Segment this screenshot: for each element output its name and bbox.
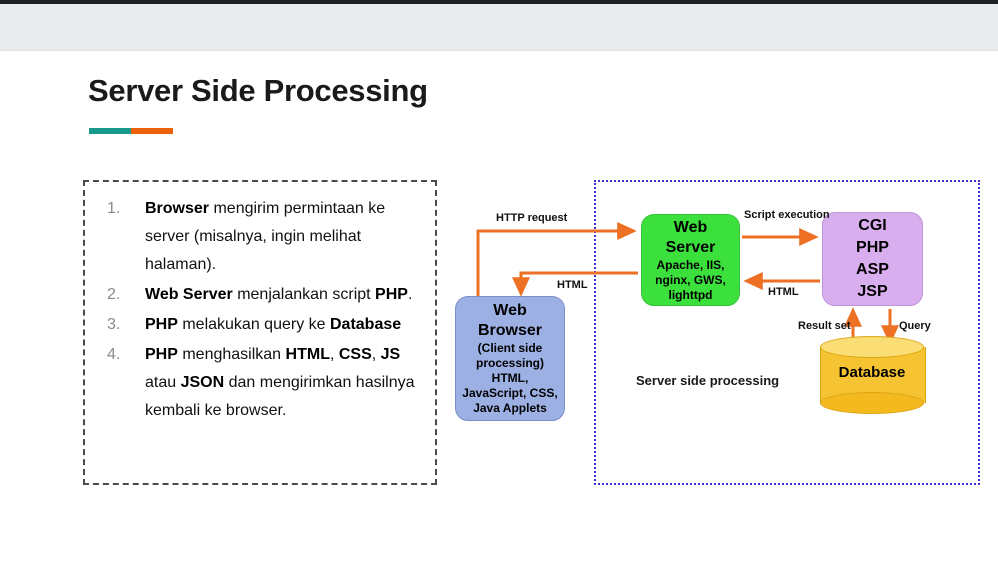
web-browser-sub-line2: processing) — [475, 356, 544, 370]
web-server-sub-line3: lighttpd — [668, 287, 713, 302]
web-browser-sub-line3: HTML, — [491, 371, 529, 385]
steps-panel: 1. Browser mengirim permintaan ke server… — [83, 180, 437, 485]
server-side-boundary — [594, 180, 980, 485]
list-item-text: PHP melakukan query ke Database — [145, 316, 402, 333]
list-item: 1. Browser mengirim permintaan ke server… — [107, 195, 423, 279]
list-item-text: Browser mengirim permintaan ke server (m… — [145, 200, 386, 273]
arrow-label-result-set: Result set — [798, 320, 851, 332]
database-cylinder: Database — [820, 336, 926, 414]
web-browser-box: Web Browser (Client side processing) HTM… — [455, 296, 565, 421]
accent-bar-teal — [89, 128, 131, 134]
header-band — [0, 4, 998, 51]
cgi-line-1: CGI — [858, 217, 887, 234]
cgi-line-3: ASP — [856, 261, 889, 278]
list-item: 4. PHP menghasilkan HTML, CSS, JS atau J… — [107, 341, 423, 425]
web-browser-title-line2: Browser — [477, 322, 543, 339]
arrow-label-html-right: HTML — [768, 286, 799, 298]
web-server-title-line1: Web — [673, 218, 708, 236]
accent-bar — [89, 128, 173, 134]
arrow-label-html-left: HTML — [557, 279, 588, 291]
arrow-label-script-execution: Script execution — [744, 209, 830, 221]
window-top-edge — [0, 0, 998, 4]
database-label: Database — [838, 364, 906, 381]
cgi-box: CGI PHP ASP JSP — [822, 212, 923, 306]
server-side-caption: Server side processing — [636, 373, 780, 388]
web-browser-title-line1: Web — [493, 302, 527, 319]
arrow-label-http-request: HTTP request — [496, 212, 568, 224]
page-title: Server Side Processing — [88, 73, 428, 108]
list-item-number: 3. — [107, 316, 121, 333]
web-browser-sub-line5: Java Applets — [473, 401, 547, 415]
list-item-text: PHP menghasilkan HTML, CSS, JS atau JSON… — [145, 346, 415, 419]
web-browser-sub-line4: JavaScript, CSS, — [462, 386, 558, 400]
list-item-number: 1. — [107, 200, 121, 217]
slide-canvas: Server Side Processing 1. Browser mengir… — [0, 51, 998, 562]
list-item-number: 4. — [107, 346, 121, 363]
database-bottom-ellipse — [820, 392, 924, 414]
cgi-line-4: JSP — [857, 283, 888, 300]
steps-list: 1. Browser mengirim permintaan ke server… — [107, 195, 423, 427]
web-browser-sub-line1: (Client side — [477, 341, 543, 355]
accent-bar-orange — [131, 128, 173, 134]
list-item: 3. PHP melakukan query ke Database — [107, 311, 423, 339]
web-server-sub-line1: Apache, IIS, — [656, 257, 725, 272]
web-server-box: Web Server Apache, IIS, nginx, GWS, ligh… — [641, 214, 740, 306]
database-top-ellipse — [820, 336, 924, 358]
arrow-label-query: Query — [899, 320, 931, 332]
list-item: 2. Web Server menjalankan script PHP. — [107, 281, 423, 309]
list-item-text: Web Server menjalankan script PHP. — [145, 286, 413, 303]
web-server-sub-line2: nginx, GWS, — [655, 272, 726, 287]
web-server-title-line2: Server — [665, 238, 716, 256]
list-item-number: 2. — [107, 286, 121, 303]
cgi-line-2: PHP — [856, 239, 889, 256]
